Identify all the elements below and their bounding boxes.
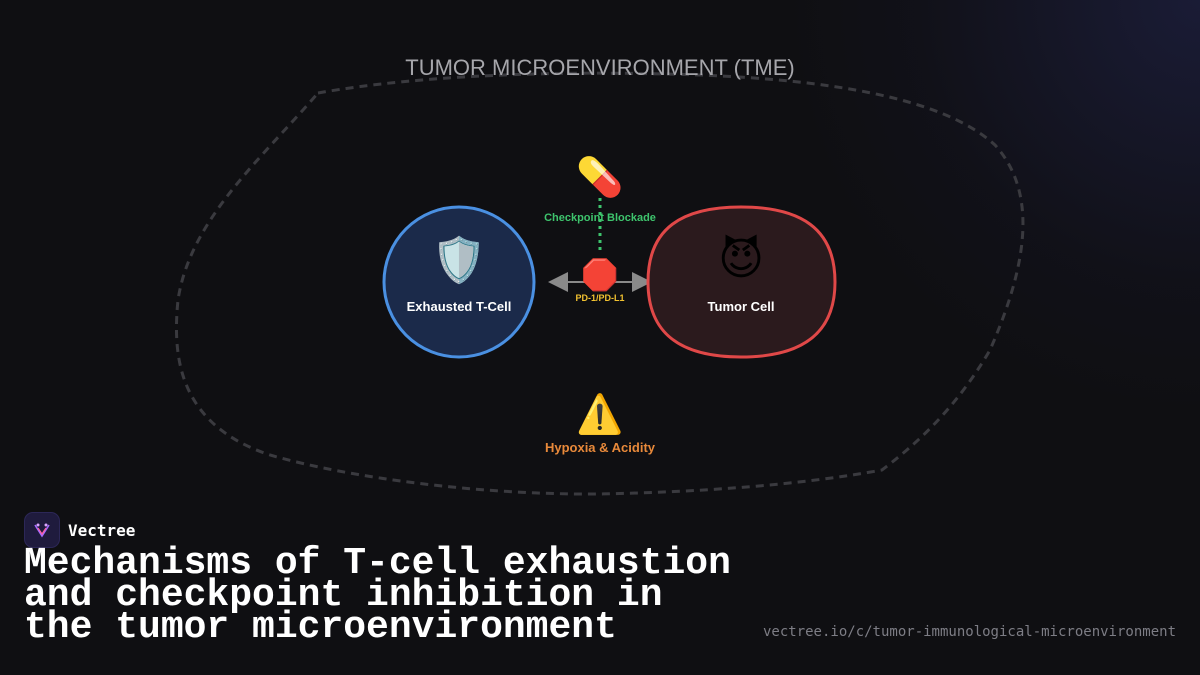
brand-name: Vectree [68,520,136,540]
brand: Vectree [24,512,135,548]
warning-icon: ⚠️ [576,392,623,436]
tumor-cell [646,205,837,359]
tme-boundary [175,71,1025,496]
exhausted-t-cell [382,205,536,359]
devil-face-icon: 😈 [718,234,764,284]
stop-sign-icon: 🛑 [581,257,618,292]
vectree-logo-icon [24,512,60,548]
pd1-pdl1-label: PD-1/PD-L1 [575,293,624,303]
t-cell-label: Exhausted T-Cell [407,299,512,314]
checkpoint-blockade-label: Checkpoint Blockade [544,212,656,224]
tme-label: TUMOR MICROENVIRONMENT (TME) [405,55,794,80]
tumor-cell-label: Tumor Cell [708,299,775,314]
pill-icon: 💊 [576,154,623,200]
hypoxia-acidity-label: Hypoxia & Acidity [545,440,656,455]
shield-icon: 🛡️ [432,235,487,285]
page-title: Mechanisms of T-cell exhaustion and chec… [24,542,731,649]
source-url[interactable]: vectree.io/c/tumor-immunological-microen… [762,624,1176,640]
